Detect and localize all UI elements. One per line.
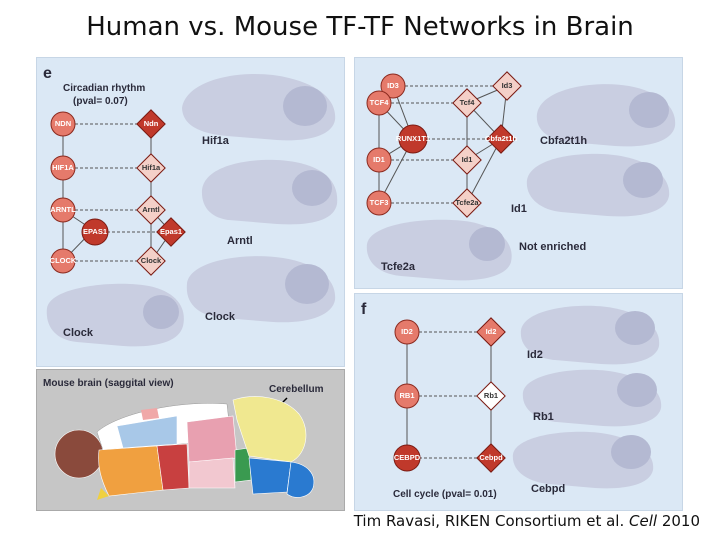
panel-e-figure: e Circadian rhythm (pval= 0.07) Hif1a Ar… xyxy=(43,65,338,347)
panel-f-cell-cycle: f Id2 Rb1 Cebpd ID2 RB1 CEBPD Id2 Rb1 Ce… xyxy=(354,293,683,511)
brain-section-arntl xyxy=(201,159,338,225)
svg-text:CEBPD: CEBPD xyxy=(394,453,421,462)
svg-text:Ndn: Ndn xyxy=(144,119,159,128)
brain-section-clock-left xyxy=(46,283,184,347)
svg-text:ID2: ID2 xyxy=(401,327,413,336)
svg-text:Id3: Id3 xyxy=(502,81,513,90)
human-node-hif1a: HIF1A xyxy=(50,155,76,181)
mouse-node-tcfe2a: Tcfe2a xyxy=(452,188,482,218)
brain-label-clock-left: Clock xyxy=(63,327,94,339)
human-node-arntl: ARNTL xyxy=(50,197,76,223)
human-node-cebpd: CEBPD xyxy=(393,444,421,472)
brain-section-hif1a xyxy=(182,73,336,141)
brain-label-clock-right: Clock xyxy=(205,311,236,323)
brain-label-tcfe2a: Tcfe2a xyxy=(381,261,416,273)
citation: Tim Ravasi, RIKEN Consortium et al. Cell… xyxy=(354,512,700,530)
svg-text:TCF3: TCF3 xyxy=(370,198,389,207)
svg-text:RUNX1T1: RUNX1T1 xyxy=(396,134,430,143)
svg-text:ARNTL: ARNTL xyxy=(50,205,76,214)
panel-f-figure: f Id2 Rb1 Cebpd ID2 RB1 CEBPD Id2 Rb1 Ce… xyxy=(361,301,662,500)
mouse-node-id3: Id3 xyxy=(492,71,522,101)
panel-e-circadian: e Circadian rhythm (pval= 0.07) Hif1a Ar… xyxy=(36,57,345,367)
svg-text:Tcf4: Tcf4 xyxy=(460,98,476,107)
human-node-id3: ID3 xyxy=(380,73,406,99)
panel-mouse-brain-atlas: Mouse brain (saggital view) Cerebellum xyxy=(36,369,345,511)
brain-section-id2 xyxy=(520,305,660,365)
human-node-id1: ID1 xyxy=(366,147,392,173)
svg-text:Clock: Clock xyxy=(141,256,162,265)
svg-text:NDN: NDN xyxy=(55,119,71,128)
svg-text:CLOCK: CLOCK xyxy=(50,256,77,265)
svg-text:RB1: RB1 xyxy=(399,391,414,400)
human-node-epas1: EPAS1 xyxy=(81,218,109,246)
svg-text:Epas1: Epas1 xyxy=(160,227,182,236)
panel-tf-network-id: Cbfa2t1h Id1 Tcfe2a Not enriched xyxy=(354,57,683,289)
brain-label-cbfa2t1h: Cbfa2t1h xyxy=(540,135,587,147)
human-node-clock: CLOCK xyxy=(50,248,77,274)
panel-e-heading-2: (pval= 0.07) xyxy=(73,96,128,107)
svg-text:HIF1A: HIF1A xyxy=(52,163,74,172)
mouse-node-id2: Id2 xyxy=(476,317,506,347)
svg-text:Hif1a: Hif1a xyxy=(142,163,161,172)
mouse-node-clock: Clock xyxy=(136,246,166,276)
svg-text:ID3: ID3 xyxy=(387,81,399,90)
svg-text:EPAS1: EPAS1 xyxy=(83,227,107,236)
mouse-node-epas1: Epas1 xyxy=(156,217,186,247)
svg-text:Arntl: Arntl xyxy=(142,205,160,214)
brain-label-arntl: Arntl xyxy=(227,235,253,247)
brain-label-id1: Id1 xyxy=(511,203,527,215)
mouse-node-cbfa2t1h: Cbfa2t1h xyxy=(485,124,518,154)
citation-authors: Tim Ravasi, RIKEN Consortium et al. xyxy=(353,512,629,530)
citation-journal: Cell xyxy=(629,512,658,530)
brain-label-not-enriched: Not enriched xyxy=(519,241,586,253)
svg-text:Id2: Id2 xyxy=(486,327,497,336)
mouse-node-ndn: Ndn xyxy=(136,109,166,139)
brain-section-cbfa2t1h xyxy=(536,84,676,147)
atlas-cerebellum-label: Cerebellum xyxy=(269,384,324,395)
mouse-node-tcf4: Tcf4 xyxy=(452,88,482,118)
svg-text:Cbfa2t1h: Cbfa2t1h xyxy=(485,134,518,143)
mouse-node-rb1: Rb1 xyxy=(476,381,506,411)
citation-year: 2010 xyxy=(657,512,700,530)
panel-f-letter: f xyxy=(361,301,367,318)
mouse-node-id1: Id1 xyxy=(452,145,482,175)
brain-label-id2: Id2 xyxy=(527,349,543,361)
brain-section-cebpd xyxy=(512,431,654,489)
svg-text:Tcfe2a: Tcfe2a xyxy=(455,198,479,207)
brain-label-hif1a: Hif1a xyxy=(202,135,230,147)
brain-region-map xyxy=(54,396,315,500)
human-node-rb1: RB1 xyxy=(394,383,420,409)
svg-text:Id1: Id1 xyxy=(462,155,473,164)
brain-section-id1 xyxy=(526,153,670,217)
panel-e-edges xyxy=(62,123,172,262)
mouse-node-hif1a: Hif1a xyxy=(136,153,166,183)
svg-text:ID1: ID1 xyxy=(373,155,385,164)
svg-text:TCF4: TCF4 xyxy=(370,98,390,107)
brain-section-tcfe2a xyxy=(366,219,512,281)
panel-e-heading-1: Circadian rhythm xyxy=(63,83,145,94)
human-node-id2: ID2 xyxy=(394,319,420,345)
slide-title: Human vs. Mouse TF-TF Networks in Brain xyxy=(86,12,634,42)
human-node-tcf4: TCF4 xyxy=(366,90,392,116)
brain-section-rb1 xyxy=(522,369,662,427)
svg-text:Cebpd: Cebpd xyxy=(479,453,503,462)
brain-label-cebpd: Cebpd xyxy=(531,483,565,495)
atlas-figure: Mouse brain (saggital view) Cerebellum xyxy=(43,378,324,500)
mouse-node-cebpd: Cebpd xyxy=(476,443,506,473)
human-node-tcf3: TCF3 xyxy=(366,190,392,216)
panel-tr-edges xyxy=(378,85,508,204)
atlas-heading: Mouse brain (saggital view) xyxy=(43,378,174,389)
human-node-ndn: NDN xyxy=(50,111,76,137)
brain-section-clock-right xyxy=(186,256,336,323)
brain-label-rb1: Rb1 xyxy=(533,411,554,423)
panel-tr-figure: Cbfa2t1h Id1 Tcfe2a Not enriched xyxy=(366,71,676,281)
human-node-runx1t1: RUNX1T1 xyxy=(396,124,430,154)
panel-f-footer: Cell cycle (pval= 0.01) xyxy=(393,489,497,500)
mouse-node-arntl: Arntl xyxy=(136,195,166,225)
svg-text:Rb1: Rb1 xyxy=(484,391,498,400)
panel-e-letter: e xyxy=(43,65,52,82)
